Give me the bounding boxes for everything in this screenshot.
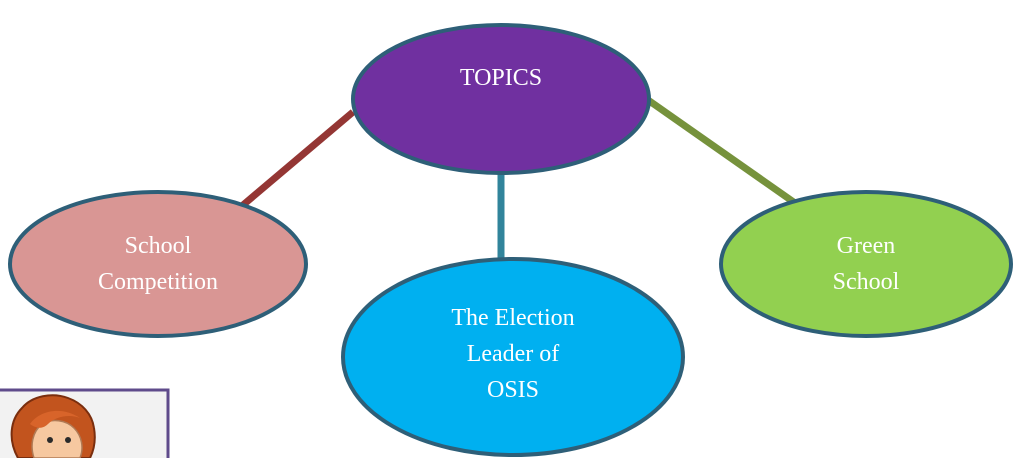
center-topic-ellipse [351,23,651,175]
connector-school-competition [240,109,356,208]
green-school-ellipse [719,190,1013,338]
election-leader-ellipse [341,257,685,457]
connector-green-school [645,97,798,206]
cartoon-character-avatar [0,388,170,458]
school-competition-ellipse [8,190,308,338]
